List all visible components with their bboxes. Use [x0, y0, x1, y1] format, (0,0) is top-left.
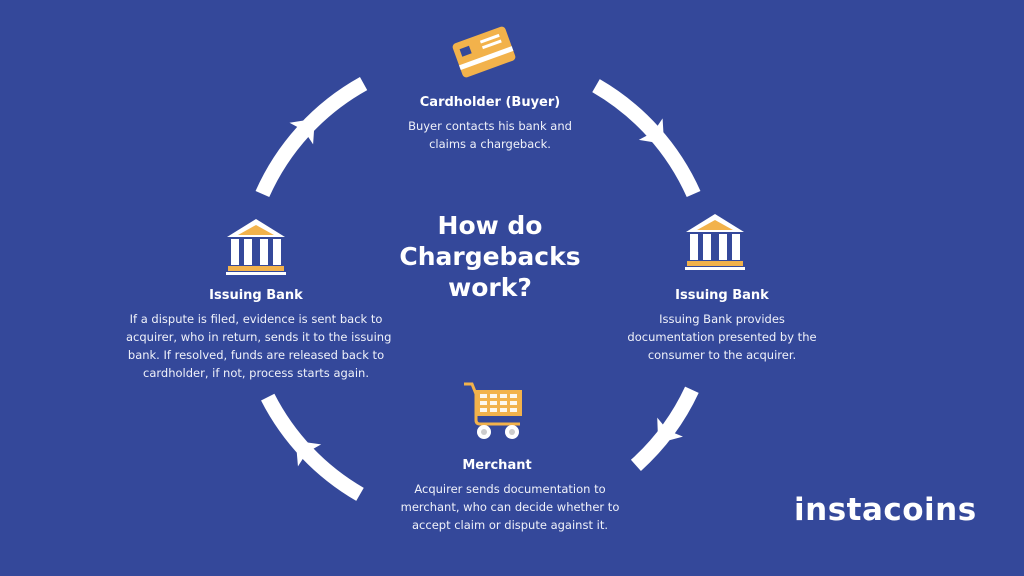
arrowhead-icon	[289, 118, 315, 145]
step-issuing-bank-right: Issuing Bank Issuing Bank provides docume…	[612, 288, 832, 364]
step-desc-line: claims a chargeback.	[429, 137, 551, 151]
step-desc-line: acquirer, who in return, sends it to the…	[126, 330, 392, 344]
step-cardholder: Cardholder (Buyer) Buyer contacts his ba…	[380, 95, 600, 153]
title-line: Chargebacks	[399, 242, 581, 271]
title-line: How do	[437, 211, 543, 240]
brand-logo: instacoins	[794, 492, 977, 528]
bank-icon	[226, 219, 286, 275]
step-desc-line: cardholder, if not, process starts again…	[143, 366, 369, 380]
step-title: Issuing Bank	[675, 288, 769, 303]
step-desc-line: merchant, who can decide whether to	[400, 500, 620, 514]
step-title: Cardholder (Buyer)	[419, 95, 561, 110]
arrowhead-icon	[657, 417, 683, 444]
step-issuing-bank-left: Issuing Bank If a dispute is filed, evid…	[126, 288, 392, 382]
shopping-cart-icon	[464, 382, 522, 439]
step-desc-line: Issuing Bank provides	[659, 312, 785, 326]
step-title: Issuing Bank	[209, 288, 303, 303]
title-line: work?	[448, 273, 532, 302]
step-title: Merchant	[462, 458, 532, 473]
step-desc-line: accept claim or dispute against it.	[412, 518, 608, 532]
step-desc-line: bank. If resolved, funds are released ba…	[127, 348, 385, 362]
cycle-arc	[630, 386, 699, 471]
step-desc-line: Buyer contacts his bank and	[408, 119, 572, 133]
step-merchant: Merchant Acquirer sends documentation to…	[370, 458, 650, 534]
step-desc-line: If a dispute is filed, evidence is sent …	[129, 312, 383, 326]
diagram-title: How do Chargebacks work?	[380, 210, 600, 303]
step-desc-line: consumer to the acquirer.	[647, 348, 797, 362]
arrowhead-icon	[295, 440, 322, 467]
bank-icon	[685, 214, 745, 270]
credit-card-icon	[452, 26, 516, 78]
arrowhead-icon	[638, 118, 665, 144]
step-desc-line: documentation presented by the	[627, 330, 817, 344]
step-desc-line: Acquirer sends documentation to	[414, 482, 606, 496]
